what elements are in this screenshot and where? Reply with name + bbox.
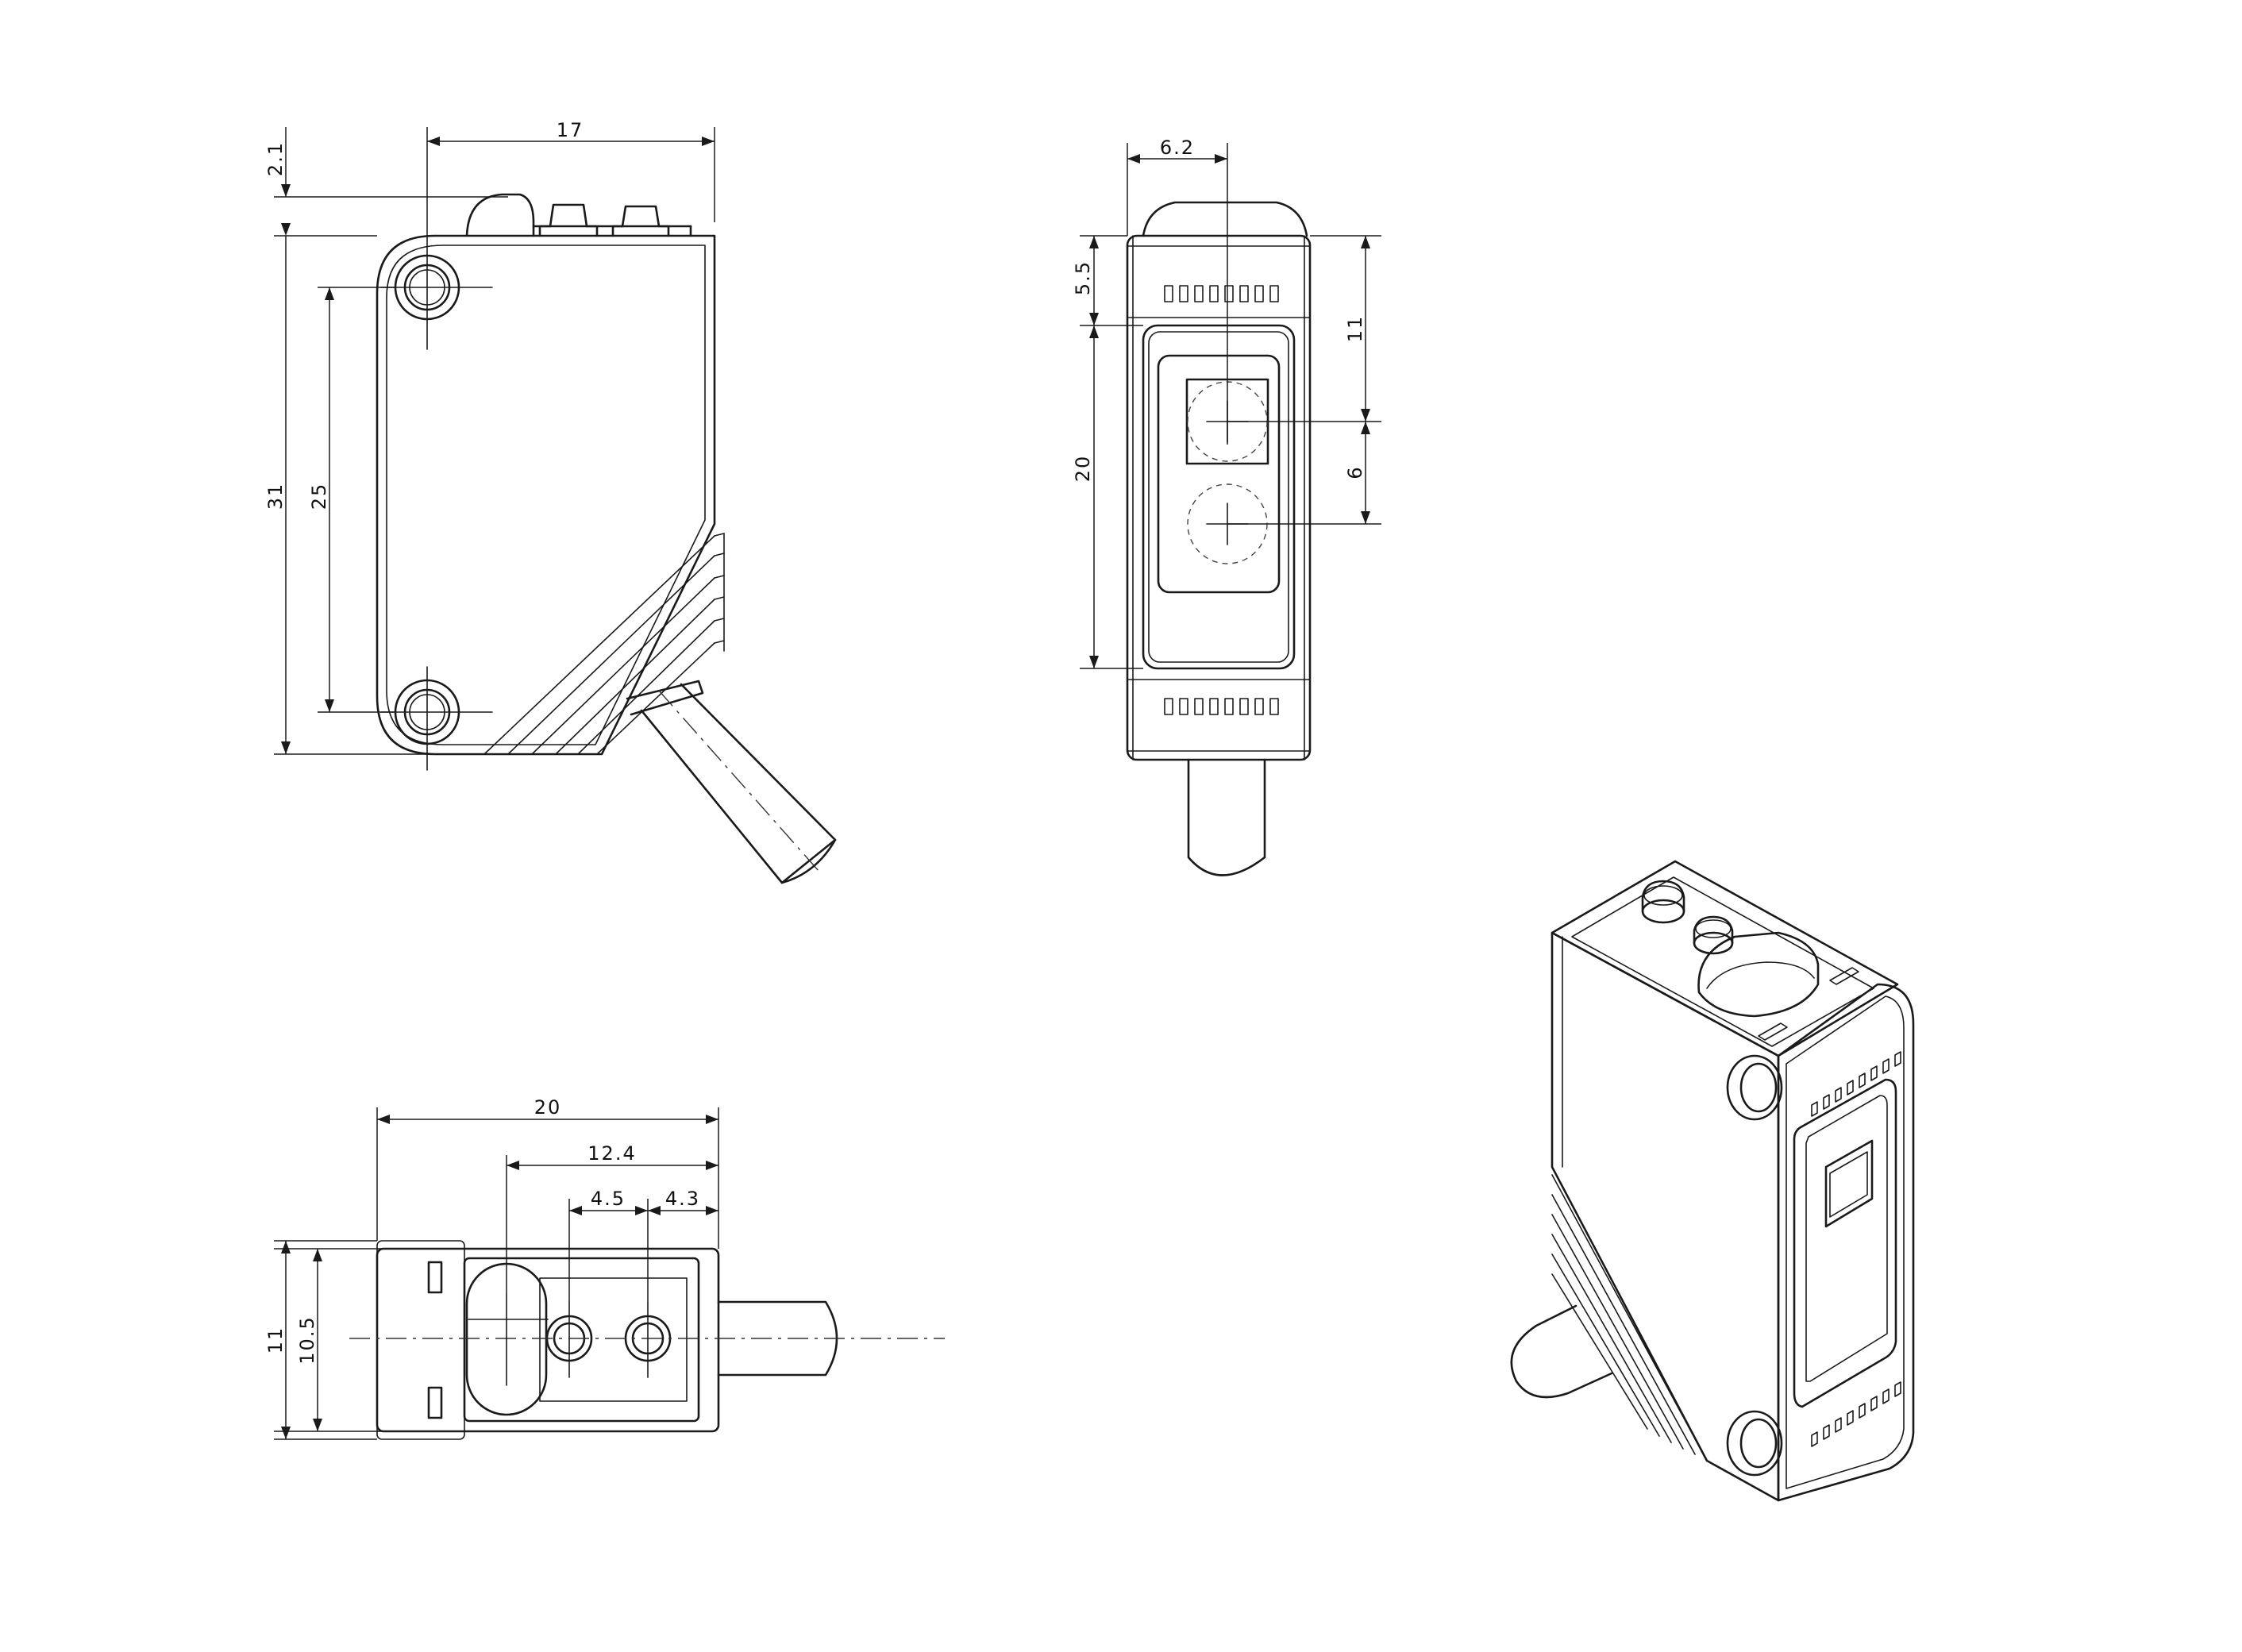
front-body-outline: [1126, 234, 1312, 761]
front-window-frame: [1142, 324, 1296, 670]
side-button-2: [611, 205, 670, 237]
dim-top-margin: 5.5: [1072, 260, 1094, 295]
dim-lens-spacing: 6: [1344, 465, 1366, 479]
side-view: 2.1 17 31 25: [264, 119, 837, 884]
top-panel: [463, 1257, 700, 1423]
dim-top-offset: 2.1: [264, 141, 287, 176]
iso-ribs: [1551, 1174, 1708, 1461]
front-lens-window: [1157, 354, 1281, 594]
dim-length: 20: [534, 1096, 562, 1119]
dim-led-spacing-2: 4.3: [665, 1188, 700, 1210]
iso-slot-2: [1758, 1022, 1788, 1041]
dim-upper-lens: 11: [1344, 315, 1366, 343]
dim-hole-spacing: 25: [308, 483, 330, 510]
dim-width: 17: [557, 119, 584, 141]
iso-slot-1: [1829, 967, 1859, 985]
side-ribs: [483, 533, 725, 755]
iso-receiver-window: [1824, 1139, 1874, 1228]
front-vents-top: [1164, 285, 1279, 302]
dim-height: 31: [264, 483, 287, 510]
iso-mounting-hole-bottom: [1726, 1410, 1783, 1477]
side-lens-bump: [465, 193, 535, 237]
side-cable: [640, 683, 837, 884]
iso-vents-top: [1811, 1051, 1901, 1117]
dim-body-width: 10.5: [296, 1315, 318, 1364]
side-button-1: [538, 203, 599, 237]
dim-lens-position: 12.4: [587, 1142, 636, 1165]
front-view: 6.2 5.5 20 11 6: [1072, 137, 1381, 876]
iso-vents-bottom: [1811, 1381, 1901, 1447]
dim-led-spacing-1: 4.5: [591, 1188, 626, 1210]
iso-cable: [1510, 1304, 1613, 1399]
iso-lens-bump: [1697, 931, 1820, 1018]
iso-front-window-frame: [1793, 1078, 1897, 1408]
side-cable-gland: [626, 680, 704, 716]
top-slot-lower: [427, 1386, 443, 1419]
iso-button-2: [1693, 915, 1734, 955]
top-slot-upper: [427, 1261, 443, 1294]
iso-button-1: [1641, 880, 1685, 924]
front-vents-bottom: [1164, 698, 1279, 715]
top-cable: [717, 1300, 838, 1377]
iso-front-face: [1777, 983, 1915, 1502]
dim-center-offset: 6.2: [1160, 137, 1195, 159]
top-view: 20 12.4 4.5 4.3 11 10.5: [264, 1096, 945, 1440]
dim-window-height: 20: [1072, 455, 1094, 483]
isometric-view: [1510, 860, 1915, 1502]
front-cable: [1187, 758, 1266, 876]
iso-left-face: [1551, 931, 1780, 1502]
iso-mounting-hole-top: [1726, 1054, 1783, 1121]
dim-total-width: 11: [264, 1327, 287, 1354]
front-top-cap: [1142, 201, 1308, 237]
